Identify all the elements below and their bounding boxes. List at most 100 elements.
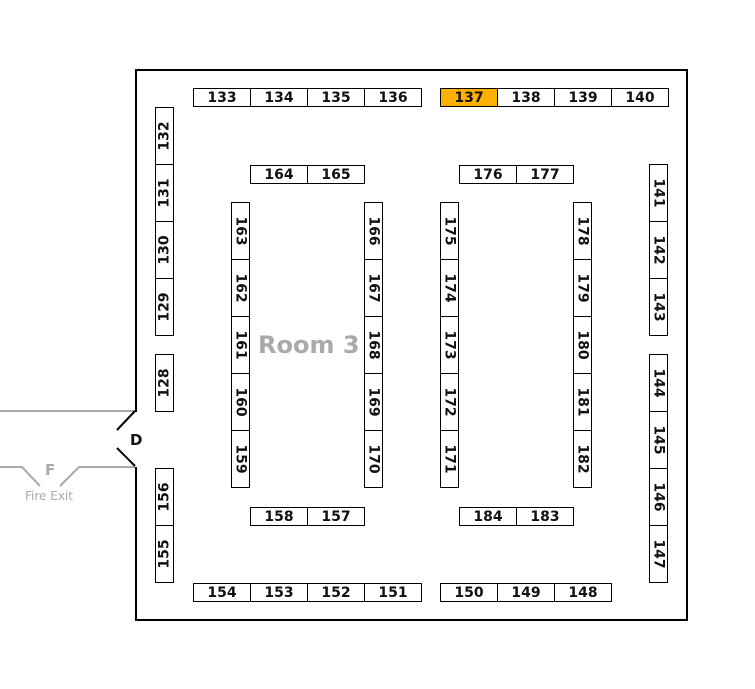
booth-number: 128: [156, 368, 173, 398]
booth-156[interactable]: 156: [155, 468, 174, 526]
booth-174[interactable]: 174: [440, 259, 459, 317]
booth-159[interactable]: 159: [231, 430, 250, 488]
booth-number: 184: [473, 508, 503, 525]
booth-number: 172: [441, 387, 458, 417]
booth-145[interactable]: 145: [649, 411, 668, 469]
booth-157[interactable]: 157: [307, 507, 365, 526]
booth-number: 144: [650, 368, 667, 398]
booth-154[interactable]: 154: [193, 583, 251, 602]
booth-number: 163: [232, 216, 249, 246]
booth-133[interactable]: 133: [193, 88, 251, 107]
booth-173[interactable]: 173: [440, 316, 459, 374]
booth-168[interactable]: 168: [364, 316, 383, 374]
booth-number: 156: [156, 482, 173, 512]
booth-179[interactable]: 179: [573, 259, 592, 317]
door-label: D: [130, 431, 143, 449]
booth-number: 159: [232, 444, 249, 474]
booth-number: 145: [650, 425, 667, 455]
booth-number: 139: [568, 89, 598, 106]
booth-number: 171: [441, 444, 458, 474]
booth-140[interactable]: 140: [611, 88, 669, 107]
booth-147[interactable]: 147: [649, 525, 668, 583]
booth-153[interactable]: 153: [250, 583, 308, 602]
booth-148[interactable]: 148: [554, 583, 612, 602]
booth-150[interactable]: 150: [440, 583, 498, 602]
booth-number: 130: [156, 235, 173, 265]
booth-164[interactable]: 164: [250, 165, 308, 184]
booth-162[interactable]: 162: [231, 259, 250, 317]
booth-number: 138: [511, 89, 541, 106]
booth-155[interactable]: 155: [155, 525, 174, 583]
room-3-outline: [135, 69, 688, 621]
booth-number: 134: [264, 89, 294, 106]
booth-184[interactable]: 184: [459, 507, 517, 526]
booth-141[interactable]: 141: [649, 164, 668, 222]
booth-170[interactable]: 170: [364, 430, 383, 488]
booth-number: 167: [365, 273, 382, 303]
booth-number: 154: [207, 584, 237, 601]
booth-167[interactable]: 167: [364, 259, 383, 317]
booth-number: 129: [156, 292, 173, 322]
booth-number: 160: [232, 387, 249, 417]
booth-number: 157: [321, 508, 351, 525]
booth-143[interactable]: 143: [649, 278, 668, 336]
booth-176[interactable]: 176: [459, 165, 517, 184]
booth-138[interactable]: 138: [497, 88, 555, 107]
booth-number: 137: [454, 89, 484, 106]
booth-number: 149: [511, 584, 541, 601]
booth-182[interactable]: 182: [573, 430, 592, 488]
booth-number: 174: [441, 273, 458, 303]
booth-number: 146: [650, 482, 667, 512]
booth-129[interactable]: 129: [155, 278, 174, 336]
booth-144[interactable]: 144: [649, 354, 668, 412]
booth-number: 140: [625, 89, 655, 106]
booth-151[interactable]: 151: [364, 583, 422, 602]
booth-131[interactable]: 131: [155, 164, 174, 222]
booth-130[interactable]: 130: [155, 221, 174, 279]
room-label: Room 3: [258, 331, 360, 359]
booth-number: 147: [650, 539, 667, 569]
booth-171[interactable]: 171: [440, 430, 459, 488]
booth-177[interactable]: 177: [516, 165, 574, 184]
booth-166[interactable]: 166: [364, 202, 383, 260]
booth-169[interactable]: 169: [364, 373, 383, 431]
booth-142[interactable]: 142: [649, 221, 668, 279]
booth-181[interactable]: 181: [573, 373, 592, 431]
booth-172[interactable]: 172: [440, 373, 459, 431]
booth-135[interactable]: 135: [307, 88, 365, 107]
booth-165[interactable]: 165: [307, 165, 365, 184]
booth-136[interactable]: 136: [364, 88, 422, 107]
booth-number: 183: [530, 508, 560, 525]
fire-exit-label: Fire Exit: [25, 489, 73, 503]
booth-163[interactable]: 163: [231, 202, 250, 260]
booth-178[interactable]: 178: [573, 202, 592, 260]
booth-149[interactable]: 149: [497, 583, 555, 602]
booth-number: 182: [574, 444, 591, 474]
booth-number: 168: [365, 330, 382, 360]
booth-number: 175: [441, 216, 458, 246]
booth-number: 177: [530, 166, 560, 183]
booth-183[interactable]: 183: [516, 507, 574, 526]
booth-number: 178: [574, 216, 591, 246]
booth-128[interactable]: 128: [155, 354, 174, 412]
booth-161[interactable]: 161: [231, 316, 250, 374]
booth-number: 150: [454, 584, 484, 601]
booth-number: 181: [574, 387, 591, 417]
booth-160[interactable]: 160: [231, 373, 250, 431]
booth-158[interactable]: 158: [250, 507, 308, 526]
booth-134[interactable]: 134: [250, 88, 308, 107]
booth-132[interactable]: 132: [155, 107, 174, 165]
booth-146[interactable]: 146: [649, 468, 668, 526]
booth-175[interactable]: 175: [440, 202, 459, 260]
booth-139[interactable]: 139: [554, 88, 612, 107]
booth-number: 131: [156, 178, 173, 208]
booth-152[interactable]: 152: [307, 583, 365, 602]
booth-137[interactable]: 137: [440, 88, 498, 107]
booth-number: 151: [378, 584, 408, 601]
booth-number: 148: [568, 584, 598, 601]
booth-number: 136: [378, 89, 408, 106]
booth-number: 179: [574, 273, 591, 303]
booth-180[interactable]: 180: [573, 316, 592, 374]
fire-exit-letter: F: [45, 461, 56, 479]
